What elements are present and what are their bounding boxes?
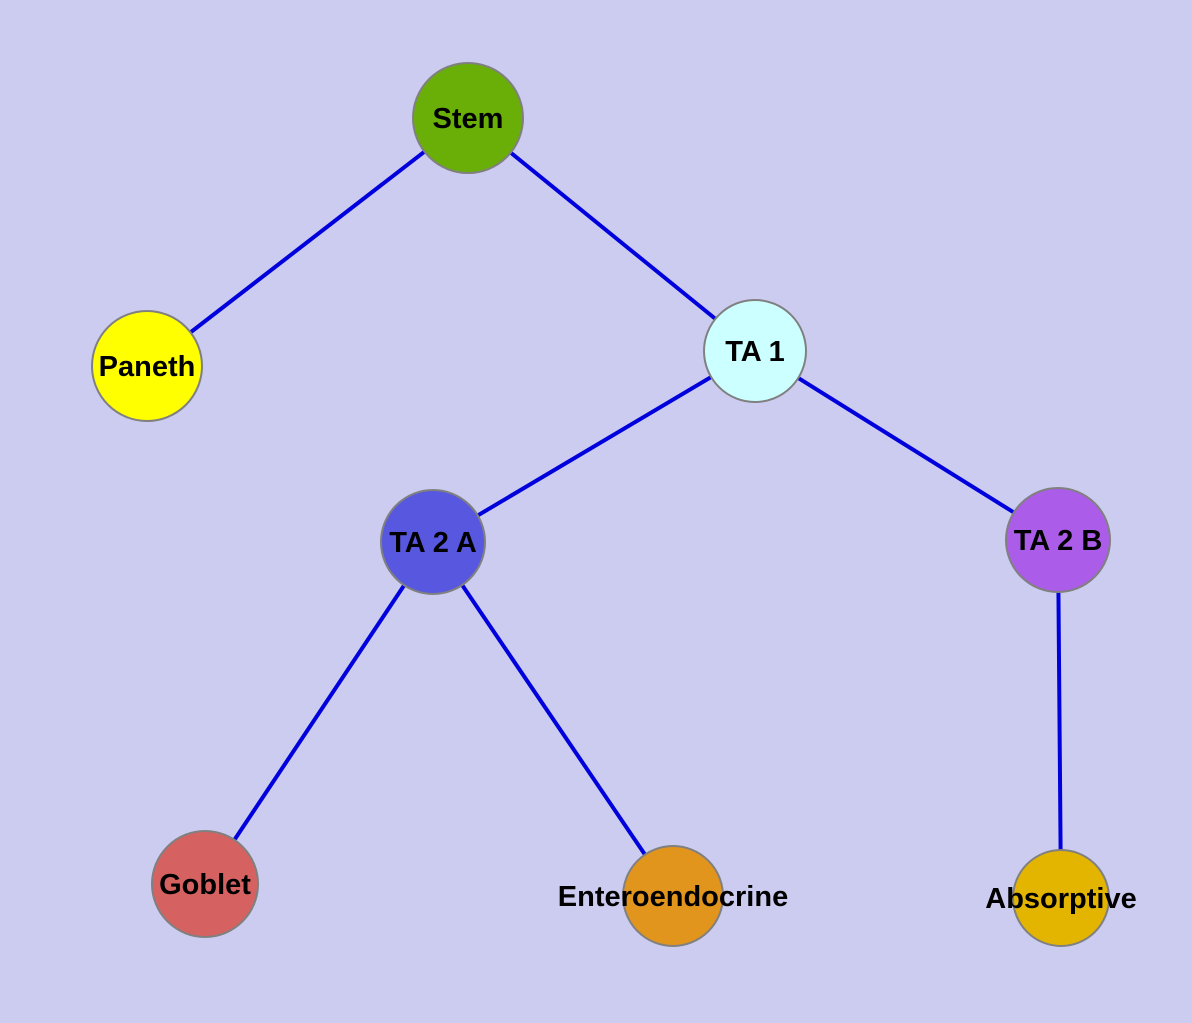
edge-ta2b-absorptive (1056, 539, 1063, 899)
node-circle-paneth[interactable] (91, 310, 203, 422)
node-ta2a[interactable]: TA 2 A (380, 489, 486, 595)
edges-layer (145, 116, 1063, 899)
node-paneth[interactable]: Paneth (91, 310, 203, 422)
edge-ta1-ta2b (753, 349, 1060, 542)
node-goblet[interactable]: Goblet (151, 830, 259, 938)
node-circle-ta2b[interactable] (1005, 487, 1111, 593)
node-circle-goblet[interactable] (151, 830, 259, 938)
node-circle-stem[interactable] (412, 62, 524, 174)
node-circle-ta1[interactable] (703, 299, 807, 403)
edge-ta1-ta2a (431, 349, 757, 544)
node-ta1[interactable]: TA 1 (703, 299, 807, 403)
node-circle-ta2a[interactable] (380, 489, 486, 595)
edge-ta2a-enteroendocrine (431, 540, 675, 898)
node-stem[interactable]: Stem (412, 62, 524, 174)
edge-stem-ta1 (466, 116, 757, 353)
edge-stem-paneth (145, 116, 470, 368)
node-ta2b[interactable]: TA 2 B (1005, 487, 1111, 593)
node-circle-absorptive[interactable] (1012, 849, 1110, 947)
edge-ta2a-goblet (203, 540, 435, 886)
node-circle-enteroendocrine[interactable] (622, 845, 724, 947)
